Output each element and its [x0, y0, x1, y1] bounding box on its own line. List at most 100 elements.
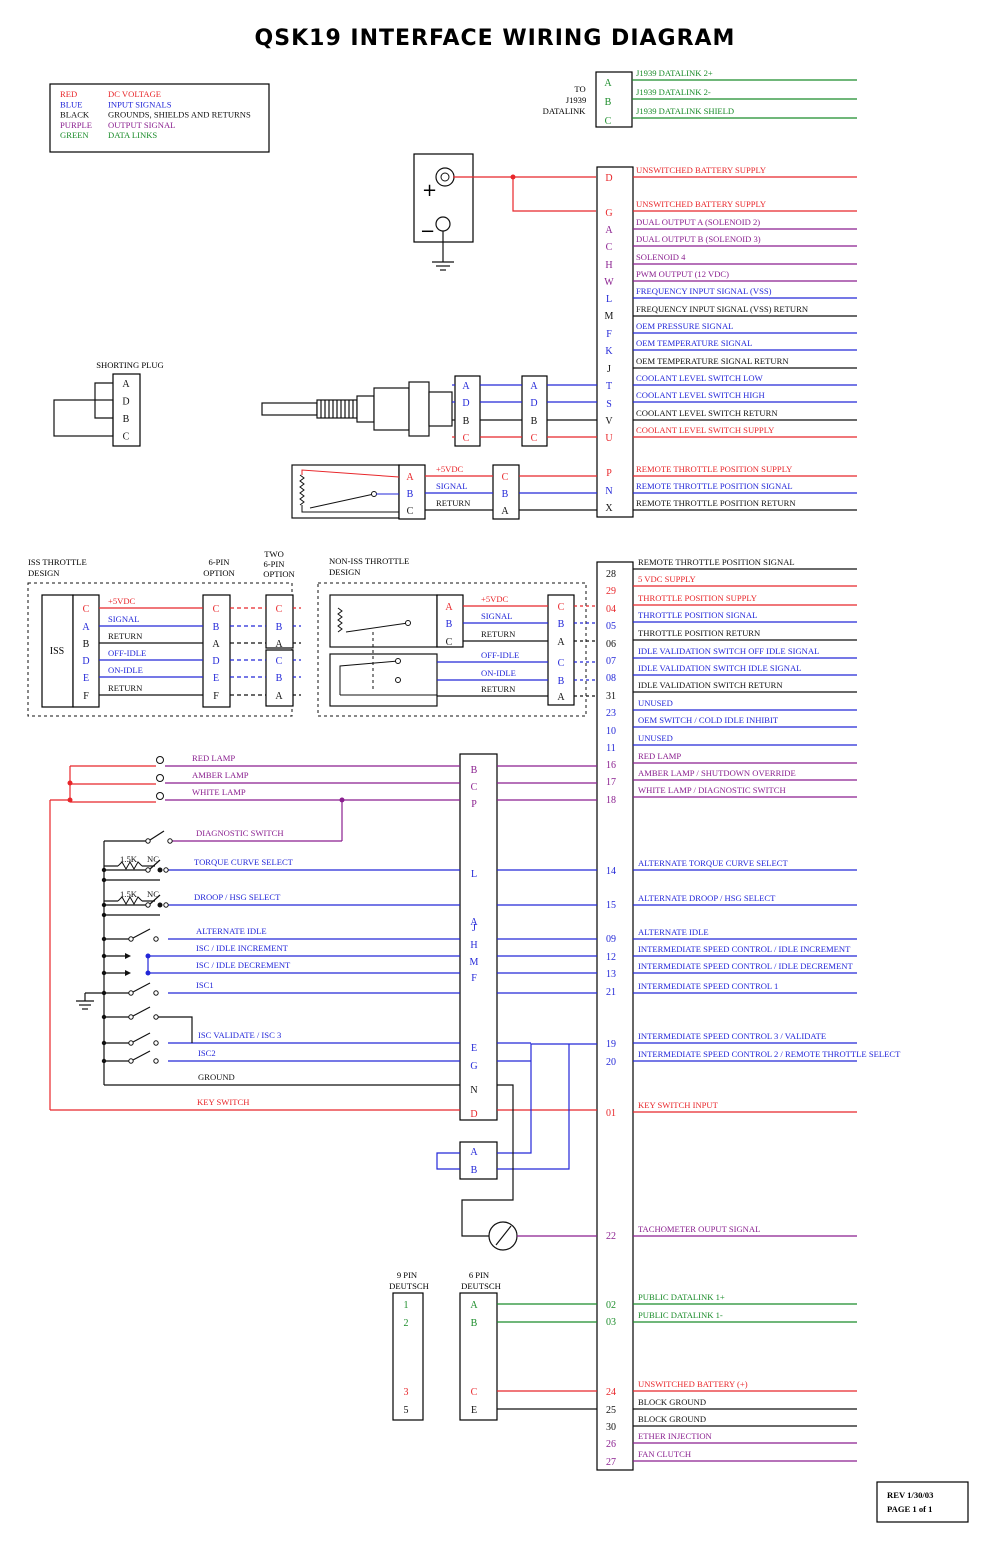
six-pin: E — [213, 673, 219, 684]
j1939-pin-C: C — [605, 116, 612, 127]
validate-jumper — [158, 1016, 193, 1043]
legend-color-name: BLUE — [60, 99, 82, 109]
remote-wire-label: +5VDC — [436, 464, 464, 474]
resistor-icon — [117, 895, 143, 906]
pin-07: 07 — [606, 656, 616, 667]
deutsch6-pin: B — [471, 1318, 478, 1329]
deutsch9-title-1: 9 PIN — [397, 1270, 418, 1280]
switch-label: DROOP / HSG SELECT — [194, 892, 281, 902]
ab-connector-body — [459, 1141, 498, 1180]
non-iss-throttle-design: NON-ISS THROTTLE DESIGN A+5VDCCBSIGNALBC… — [317, 556, 597, 717]
pin-S: S — [606, 399, 612, 410]
harness-pin-H: H — [470, 940, 477, 951]
pin-28: 28 — [606, 569, 616, 580]
switch-label: TORQUE CURVE SELECT — [194, 857, 294, 867]
splice-dot — [101, 1040, 107, 1046]
signal-label: FREQUENCY INPUT SIGNAL (VSS) RETURN — [636, 304, 809, 314]
deutsch6-body — [459, 1292, 498, 1421]
switch-blade — [132, 1006, 151, 1017]
pin-21: 21 — [606, 987, 616, 998]
legend-color-name: RED — [60, 89, 77, 99]
revision-date: REV 1/30/03 — [887, 1490, 933, 1500]
legend-box — [49, 83, 270, 153]
non-iss-wiper-pivot — [405, 620, 411, 626]
pot-supply-lead — [301, 469, 400, 478]
signal-label: KEY SWITCH INPUT — [638, 1100, 719, 1110]
two-six-pin: B — [276, 673, 283, 684]
harness-pin-G: G — [470, 1061, 477, 1072]
switch-contact — [153, 1040, 159, 1046]
legend-meaning: DATA LINKS — [108, 130, 157, 140]
signal-label: UNSWITCHED BATTERY SUPPLY — [636, 165, 766, 175]
six-pin-title-1: 6-PIN — [208, 557, 230, 567]
non-iss-wiper — [345, 622, 409, 633]
revision-block: REV 1/30/03 PAGE 1 of 1 — [876, 1481, 969, 1523]
switch-label: GROUND — [198, 1072, 235, 1082]
pin-D: D — [605, 173, 612, 184]
sensor-pin-1-C: C — [463, 433, 470, 444]
pin-15: 15 — [606, 900, 616, 911]
switch-contact — [128, 1040, 134, 1046]
plus-symbol: + — [422, 180, 437, 201]
pin-L: L — [606, 294, 612, 305]
six-pin: C — [213, 604, 220, 615]
wiper-pivot — [371, 491, 377, 497]
pin-T: T — [606, 381, 612, 392]
ab-pin-a: A — [470, 1147, 478, 1158]
iss-pin: A — [82, 622, 90, 633]
idle-contact-1 — [395, 658, 401, 664]
six-pin-title-2: OPTION — [203, 568, 235, 578]
deutsch6-pin: A — [470, 1300, 478, 1311]
pin-18: 18 — [606, 795, 616, 806]
signal-label: OEM TEMPERATURE SIGNAL — [636, 338, 752, 348]
pin-25: 25 — [606, 1405, 616, 1416]
signal-label: OEM TEMPERATURE SIGNAL RETURN — [636, 356, 789, 366]
lamp-icon — [156, 792, 164, 800]
signal-label: REMOTE THROTTLE POSITION RETURN — [636, 498, 796, 508]
switch-label: AMBER LAMP — [192, 770, 249, 780]
two-six-pin: C — [276, 656, 283, 667]
remote-right-pin: C — [502, 472, 509, 483]
nc-label: NC — [147, 889, 159, 899]
pin-11: 11 — [606, 743, 616, 754]
signal-label: WHITE LAMP / DIAGNOSTIC SWITCH — [638, 785, 786, 795]
switch-blade — [149, 830, 165, 841]
harness-pin-C: C — [471, 782, 478, 793]
six-pin: A — [212, 639, 220, 650]
switch-label: ALTERNATE IDLE — [196, 926, 267, 936]
non-iss-right-pin: C — [558, 658, 565, 669]
pin-14: 14 — [606, 866, 616, 877]
ab-jumper — [436, 1152, 460, 1170]
switch-contact — [145, 902, 151, 908]
harness-pin-L: L — [471, 869, 477, 880]
tach-ground-wire — [461, 1084, 514, 1237]
switch-harness-connector — [459, 753, 498, 1121]
signal-label: COOLANT LEVEL SWITCH LOW — [636, 373, 764, 383]
signal-label: 5 VDC SUPPLY — [638, 574, 696, 584]
switch-label: ISC VALIDATE / ISC 3 — [198, 1030, 281, 1040]
iss-pin: F — [83, 691, 89, 702]
signal-label: ALTERNATE IDLE — [638, 927, 709, 937]
iss-pin-block — [72, 594, 100, 708]
harness-pin-J: J — [472, 923, 476, 934]
six-pin: D — [212, 656, 219, 667]
remote-throttle-plug-left — [398, 464, 426, 520]
pin-H: H — [605, 260, 612, 271]
pin-19: 19 — [606, 1039, 616, 1050]
remote-left-pin: B — [407, 489, 414, 500]
sensor-pin-2-A: A — [530, 381, 538, 392]
two-six-block-2 — [265, 649, 294, 707]
sensor-pin-1-B: B — [463, 416, 470, 427]
signal-label: UNSWITCHED BATTERY (+) — [638, 1379, 748, 1389]
sensor-plug-2 — [521, 375, 548, 447]
iss-pin: E — [83, 673, 89, 684]
pin-N: N — [605, 486, 612, 497]
iss-wire-label: RETURN — [108, 631, 143, 641]
two-six-pin: A — [275, 691, 283, 702]
